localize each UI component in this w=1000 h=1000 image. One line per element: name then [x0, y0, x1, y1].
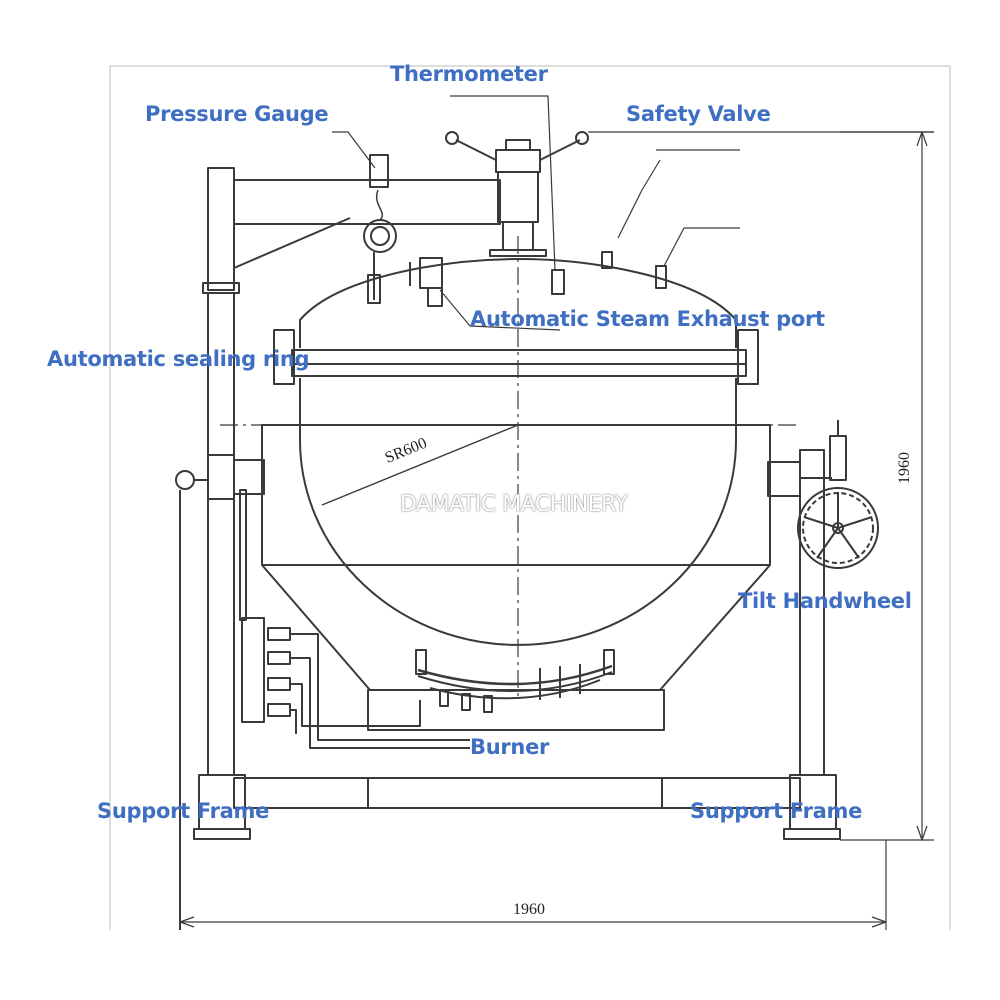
safety-valve-label: Safety Valve [626, 102, 771, 126]
thermometer-label: Thermometer [390, 62, 548, 86]
burner-assembly [415, 649, 615, 713]
watermark: DAMATIC MACHINERY [400, 492, 628, 517]
leader-lines [332, 95, 934, 331]
support-frame-right-label: Support Frame [690, 799, 863, 823]
safety-valve-fittings [601, 251, 667, 289]
width-dimension: 1960 [513, 901, 545, 918]
steam-exhaust-valve [409, 257, 443, 307]
left-column [175, 167, 501, 930]
steam-exhaust-label: Automatic Steam Exhaust port [470, 307, 825, 331]
tilt-handwheel-label: Tilt Handwheel [738, 589, 912, 613]
tilt-handwheel [797, 487, 879, 569]
gas-valves [239, 489, 470, 749]
vessel [273, 258, 759, 646]
lid-mechanism [445, 131, 589, 257]
support-frame-left-label: Support Frame [97, 799, 270, 823]
border-lines [109, 65, 951, 930]
height-dimension: 1960 [896, 452, 913, 484]
thermometer-probe [551, 269, 565, 295]
sealing-ring-label: Automatic sealing ring [47, 347, 310, 371]
right-column [767, 420, 847, 840]
base-frame [233, 777, 801, 809]
pressure-gauge-label: Pressure Gauge [145, 102, 329, 126]
pressure-gauge [363, 154, 397, 304]
jacket-body [261, 424, 771, 731]
burner-label: Burner [470, 735, 550, 759]
